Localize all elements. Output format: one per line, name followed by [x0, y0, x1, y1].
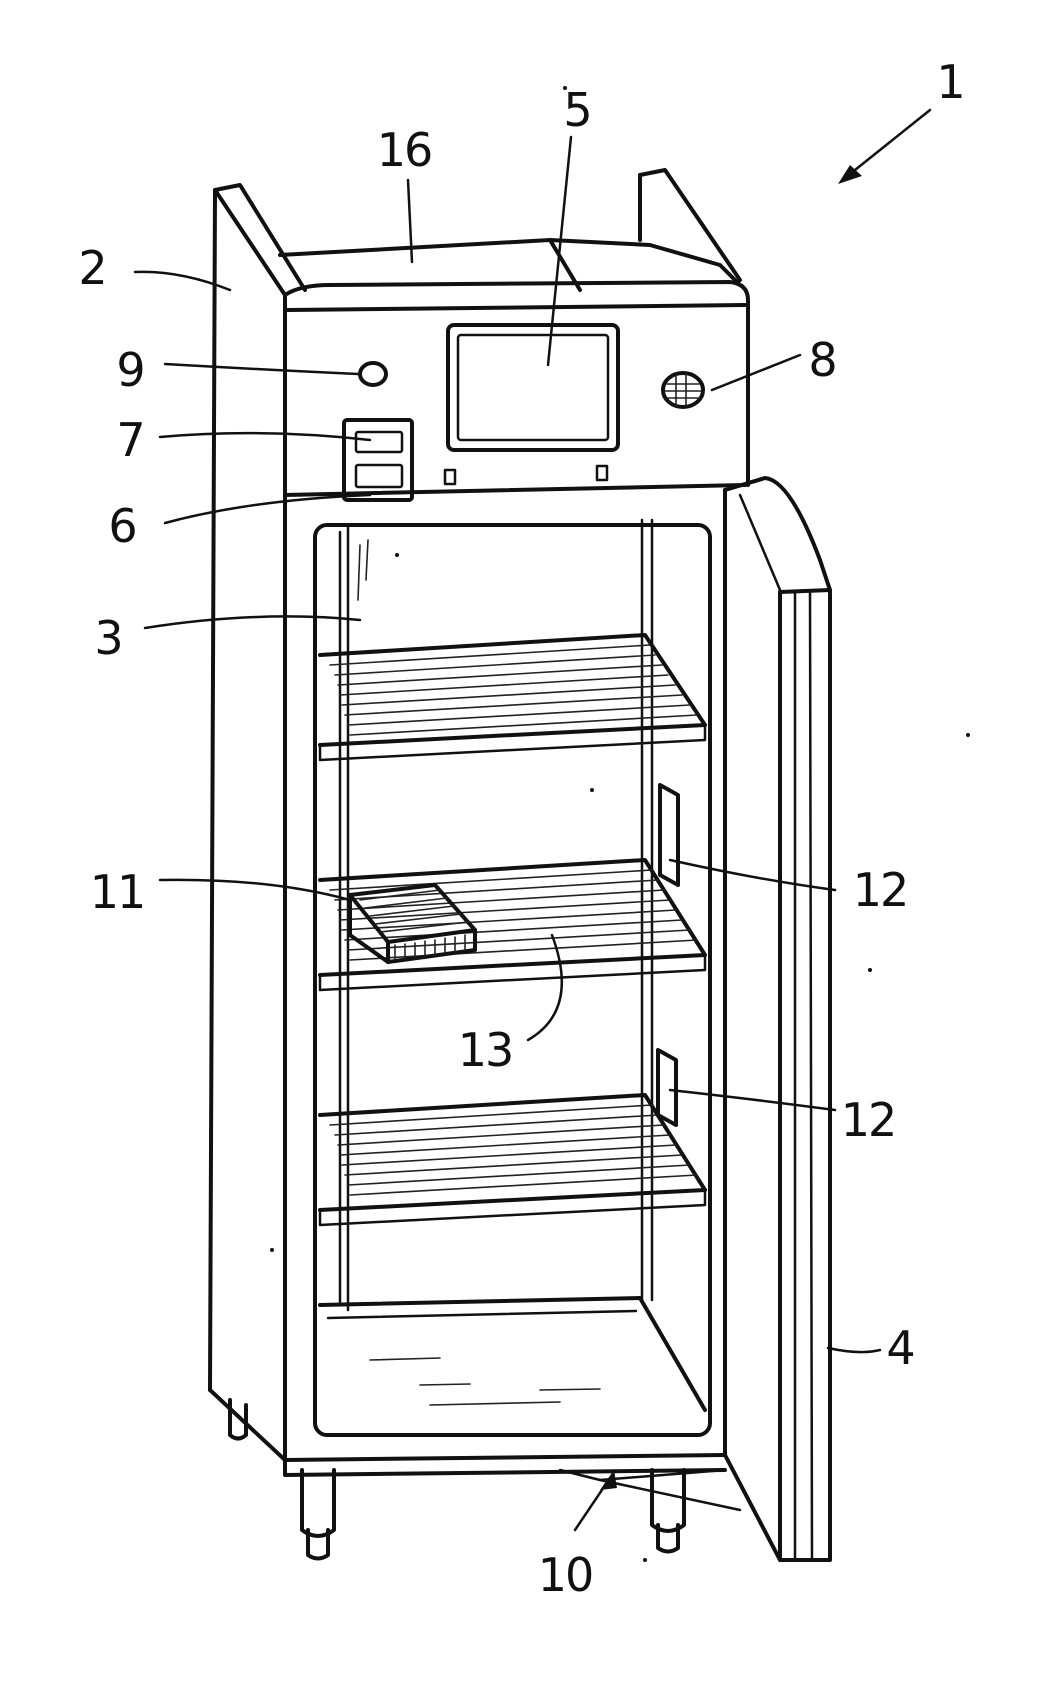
cabinet-door	[725, 478, 830, 1560]
control-panel-box	[285, 282, 748, 495]
ref-label-11: 11	[90, 869, 145, 915]
shelf-3	[320, 1095, 705, 1225]
ref-label-13: 13	[458, 1027, 513, 1073]
ref-label-16: 16	[377, 127, 432, 173]
indicator-lamp	[360, 363, 386, 385]
leader-6	[165, 495, 370, 523]
housing-side-panel	[210, 185, 305, 1460]
ref-label-10: 10	[538, 1552, 593, 1598]
stored-item	[350, 885, 475, 962]
leader-7	[160, 433, 370, 440]
ref-label-12-upper: 12	[853, 867, 908, 913]
ref-label-3: 3	[94, 615, 121, 661]
housing-right-upright	[640, 170, 740, 280]
shelf-2	[320, 860, 705, 990]
ref-label-4: 4	[886, 1325, 913, 1371]
shelf-1	[320, 635, 705, 760]
leader-4	[828, 1348, 880, 1352]
leader-3	[145, 616, 360, 628]
ref-label-1: 1	[936, 59, 963, 105]
ref-label-6: 6	[108, 503, 135, 549]
ref-label-7: 7	[116, 417, 143, 463]
leader-1	[845, 110, 930, 178]
display-screen	[448, 325, 618, 450]
small-window-right	[597, 466, 607, 480]
leader-11	[160, 880, 350, 900]
leader-9	[165, 364, 358, 374]
ref-label-9: 9	[116, 347, 143, 393]
cabinet-base	[285, 1460, 740, 1510]
interior-floor	[320, 1298, 705, 1410]
speaker-grille	[663, 373, 703, 407]
ref-label-5: 5	[563, 87, 590, 133]
leader-5	[548, 137, 571, 365]
cabinet-interior	[315, 520, 710, 1435]
small-window-left	[445, 470, 455, 484]
leader-13	[528, 935, 562, 1040]
ref-label-8: 8	[808, 337, 835, 383]
ref-label-2: 2	[78, 245, 105, 291]
reader-slots	[344, 420, 412, 500]
ref-label-12-lower: 12	[841, 1097, 896, 1143]
leader-8	[712, 355, 800, 390]
